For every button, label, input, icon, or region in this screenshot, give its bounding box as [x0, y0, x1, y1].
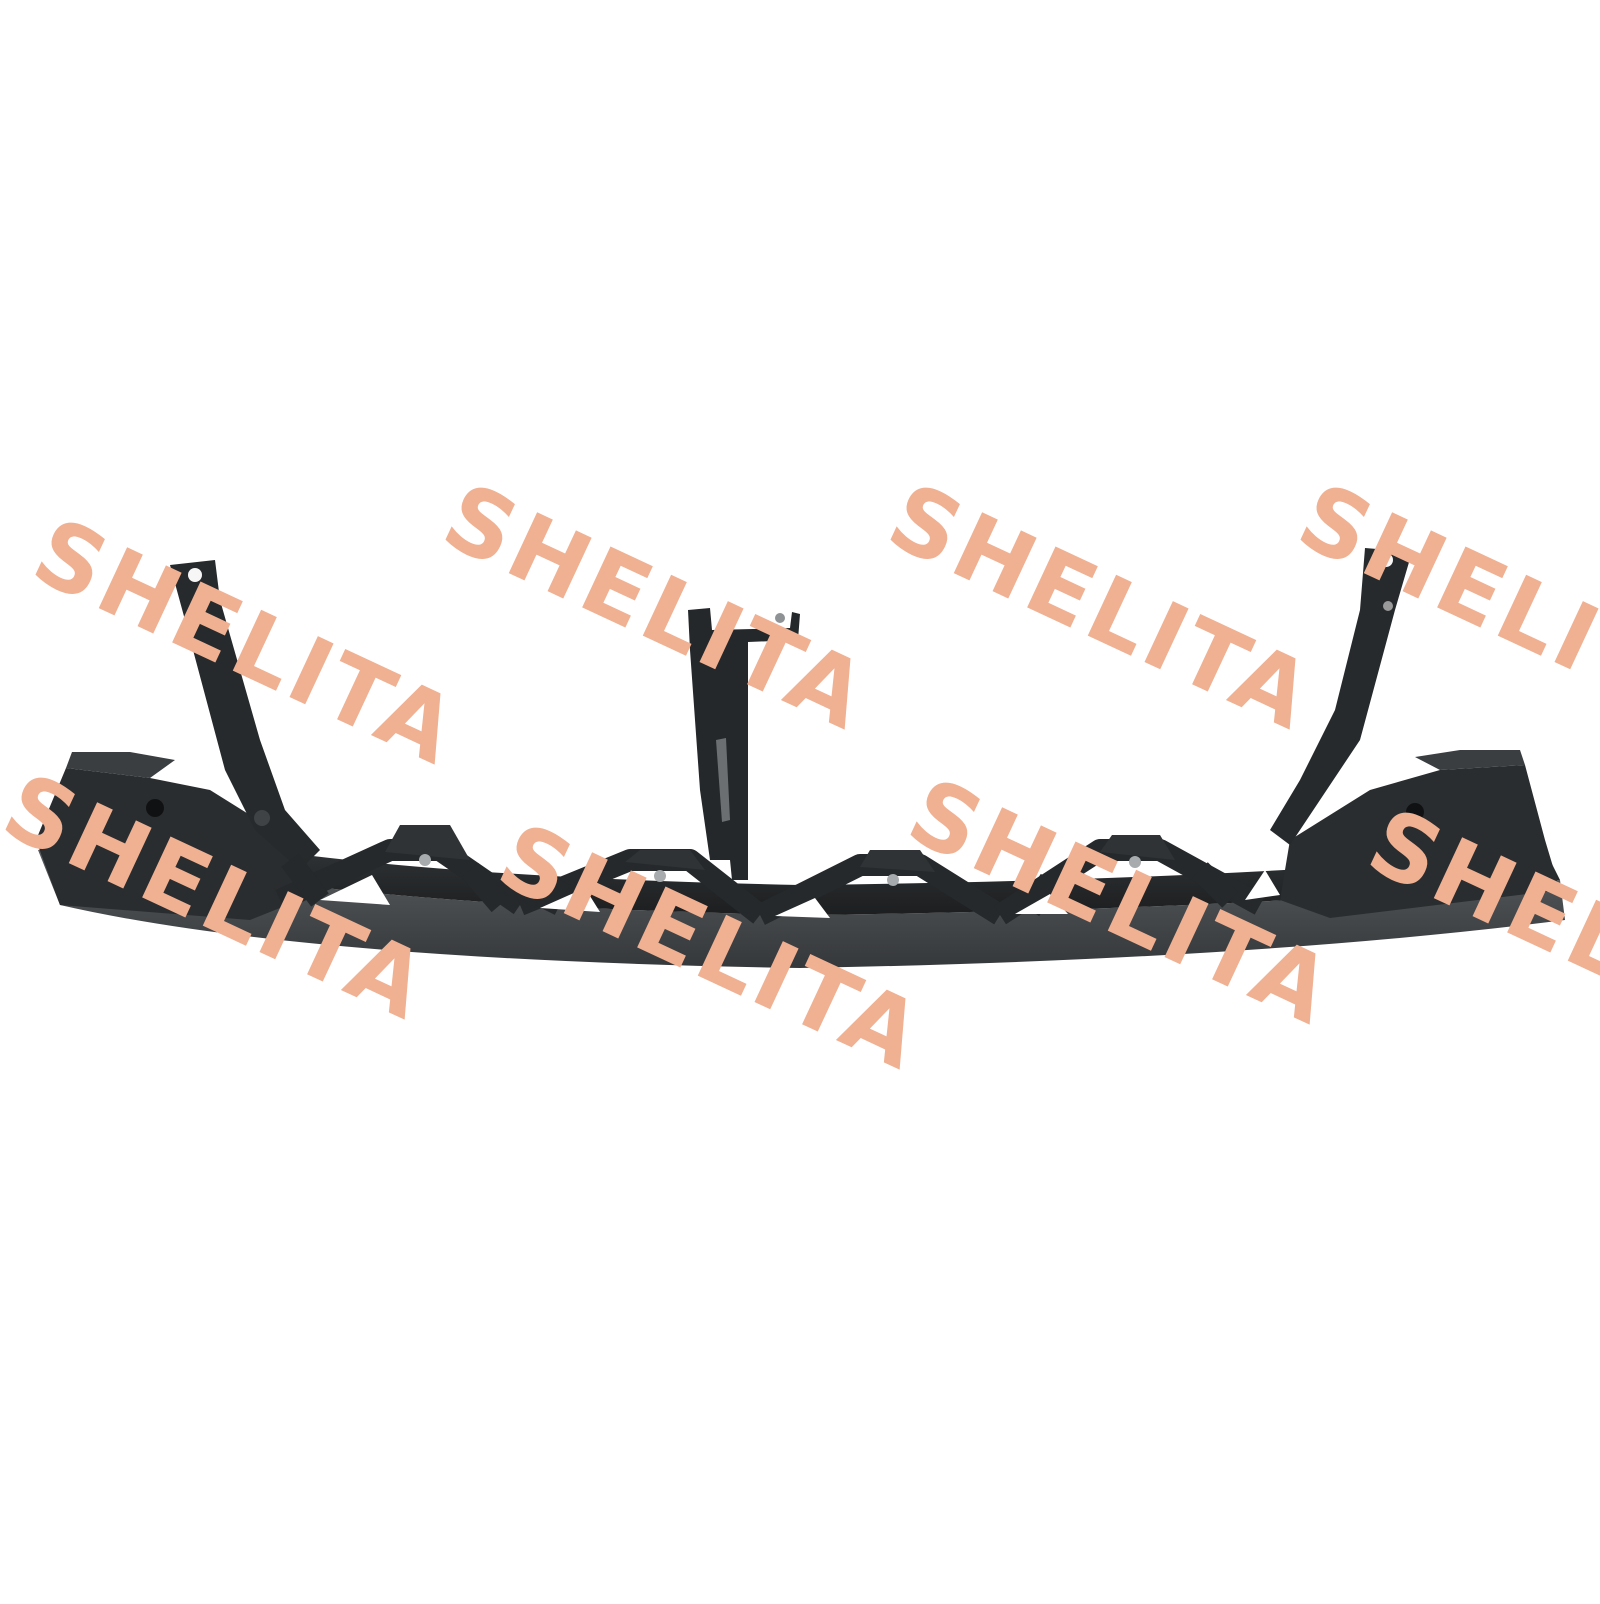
left-arm-screw [187, 619, 197, 629]
left-mount-hole [146, 799, 164, 817]
right-end-bracket [1280, 765, 1560, 918]
bumper-beam-top [75, 815, 1560, 915]
left-end-bracket [36, 768, 300, 920]
left-support-arm [170, 560, 320, 870]
center-support-bracket [688, 608, 800, 880]
right-arm-screw [1383, 601, 1393, 611]
bumper-beam [38, 845, 1565, 968]
beam-screws [419, 854, 1141, 886]
right-support-arm [1270, 548, 1412, 845]
right-mount-hole [1406, 803, 1424, 821]
